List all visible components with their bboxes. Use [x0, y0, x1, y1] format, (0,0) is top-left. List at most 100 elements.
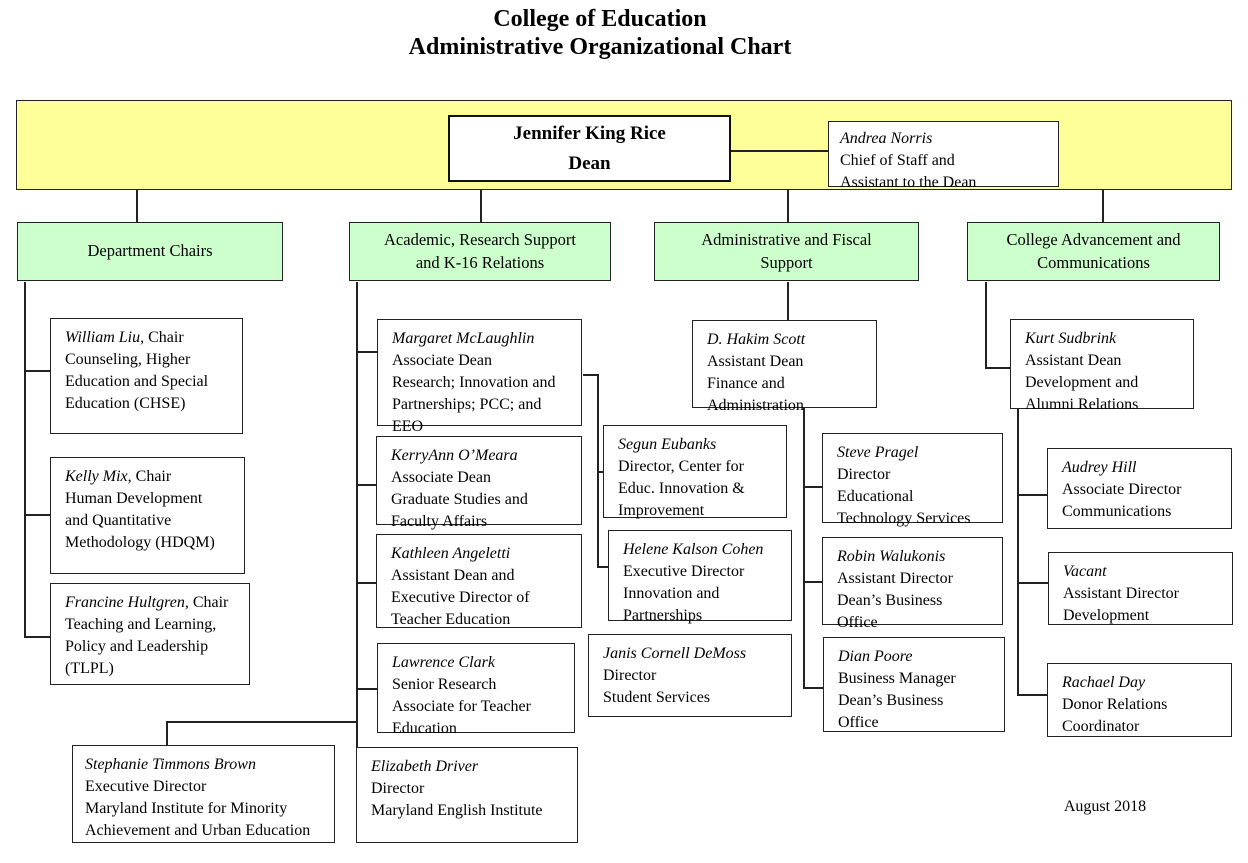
org-box-dian-poore: Dian Poore Business Manager Dean’s Busin…	[823, 637, 1005, 732]
person-role-inline: Chair	[188, 594, 229, 611]
org-box-dean: Jennifer King Rice Dean	[448, 115, 731, 182]
person-name: Kurt Sudbrink	[1025, 330, 1117, 347]
org-box-stephanie-timmons-brown: Stephanie Timmons Brown Executive Direct…	[72, 745, 335, 843]
person-name: Kathleen Angeletti	[391, 545, 511, 562]
connector-band-advancement	[1102, 190, 1104, 222]
org-box-d-hakim-scott: D. Hakim Scott Assistant Dean Finance an…	[692, 320, 877, 414]
person-role: Director Maryland English Institute	[371, 780, 543, 820]
connector-stub-william	[26, 370, 52, 372]
person-name: Francine Hultgren,	[65, 594, 189, 611]
person-name: Janis Cornell DeMoss	[603, 645, 747, 662]
person-name: William Liu,	[65, 329, 145, 346]
page-title-line1: College of Education	[493, 6, 707, 32]
connector-advancement-drop	[985, 282, 987, 369]
org-box-segun-eubanks: Segun Eubanks Director, Center for Educ.…	[603, 425, 787, 519]
org-box-lawrence-clark: Lawrence Clark Senior Research Associate…	[377, 643, 575, 737]
connector-band-deptchairs	[136, 190, 138, 222]
person-role: Executive Director Maryland Institute fo…	[85, 778, 311, 840]
page-title: College of Education Administrative Orga…	[0, 5, 1200, 62]
org-box-elizabeth-driver: Elizabeth Driver Director Maryland Engli…	[356, 747, 578, 843]
org-box-janis-cornell-demoss: Janis Cornell DeMoss Director Student Se…	[588, 634, 792, 717]
connector-drop-stephanie	[166, 721, 168, 747]
group-header-academic-research: Academic, Research Support and K-16 Rela…	[349, 222, 611, 281]
connector-admin-scott	[787, 282, 789, 320]
org-box-kelly-mix: Kelly Mix, Chair Human Development and Q…	[50, 457, 245, 574]
org-box-francine-hultgren: Francine Hultgren, Chair Teaching and Le…	[50, 583, 250, 685]
person-name: Vacant	[1063, 563, 1107, 580]
person-name: Lawrence Clark	[392, 654, 495, 671]
connector-stub-dian	[803, 687, 823, 689]
connector-stub-vacant	[1017, 582, 1048, 584]
connector-stub-helene	[597, 566, 610, 568]
connector-stub-francine	[24, 636, 52, 638]
connector-band-admin	[787, 190, 789, 222]
org-box-vacant-development: Vacant Assistant Director Development	[1048, 552, 1233, 625]
org-box-kurt-sudbrink: Kurt Sudbrink Assistant Dean Development…	[1010, 319, 1194, 413]
org-box-chief-of-staff: Andrea Norris Chief of Staff and Assista…	[828, 121, 1059, 191]
person-role: Assistant Director Development	[1063, 585, 1179, 625]
person-name: Margaret McLaughlin	[392, 330, 535, 347]
person-role: Executive Director Innovation and Partne…	[623, 563, 745, 625]
person-role: Senior Research Associate for Teacher Ed…	[392, 676, 531, 738]
connector-stub-robin	[803, 581, 822, 583]
org-box-steve-pragel: Steve Pragel Director Educational Techno…	[822, 433, 1003, 527]
connector-stub-kelly	[26, 514, 52, 516]
person-role: Director Educational Technology Services	[837, 466, 971, 528]
connector-stub-lawrence	[358, 688, 377, 690]
person-role: Associate Dean Graduate Studies and Facu…	[391, 469, 528, 531]
person-role: Business Manager Dean’s Business Office	[838, 670, 956, 732]
connector-stub-steve	[803, 486, 822, 488]
person-name: Rachael Day	[1062, 674, 1146, 691]
connector-academic-spine	[356, 282, 358, 747]
person-name: D. Hakim Scott	[707, 331, 806, 348]
person-role-inline: Chair	[144, 329, 184, 346]
person-role: Counseling, Higher Education and Special…	[65, 351, 209, 413]
person-role: Donor Relations Coordinator	[1062, 696, 1168, 736]
person-role: Assistant Dean Finance and Administratio…	[707, 353, 804, 415]
connector-stub-mclaughlin	[358, 351, 377, 353]
person-name: Helene Kalson Cohen	[623, 541, 764, 558]
person-name: Dian Poore	[838, 648, 913, 665]
person-name: Kelly Mix,	[65, 468, 132, 485]
group-header-department-chairs: Department Chairs	[17, 222, 283, 281]
person-role: Dean	[568, 152, 611, 174]
connector-stub-audrey	[1017, 494, 1047, 496]
person-role: Associate Dean Research; Innovation and …	[392, 352, 556, 436]
org-box-rachael-day: Rachael Day Donor Relations Coordinator	[1047, 663, 1232, 737]
person-name: Segun Eubanks	[618, 436, 717, 453]
person-name: Robin Walukonis	[837, 548, 946, 565]
connector-stub-kathleen	[358, 582, 376, 584]
org-box-kerryann-omeara: KerryAnn O’Meara Associate Dean Graduate…	[376, 436, 582, 530]
org-box-margaret-mclaughlin: Margaret McLaughlin Associate Dean Resea…	[377, 319, 582, 435]
person-name: Jennifer King Rice	[513, 123, 666, 145]
person-role: Assistant Dean Development and Alumni Re…	[1025, 352, 1139, 414]
org-box-audrey-hill: Audrey Hill Associate Director Communica…	[1047, 448, 1232, 529]
connector-stub-rachael	[1017, 694, 1047, 696]
person-role: Assistant Dean and Executive Director of…	[391, 567, 530, 629]
org-box-robin-walukonis: Robin Walukonis Assistant Director Dean’…	[822, 537, 1003, 631]
connector-stub-segun	[597, 471, 605, 473]
person-name: KerryAnn O’Meara	[391, 447, 518, 464]
org-box-helene-kalson-cohen: Helene Kalson Cohen Executive Director I…	[608, 530, 792, 624]
person-role: Chief of Staff and Assistant to the Dean	[840, 152, 977, 192]
person-role: Director, Center for Educ. Innovation & …	[618, 458, 745, 520]
group-header-advancement: College Advancement and Communications	[967, 222, 1220, 281]
connector-deptchairs-spine	[24, 282, 26, 638]
person-name: Steve Pragel	[837, 444, 919, 461]
person-role: Director Student Services	[603, 667, 711, 707]
connector-stub-omeara	[358, 484, 376, 486]
chart-date: August 2018	[1063, 798, 1147, 815]
person-role: Assistant Director Dean’s Business Offic…	[837, 570, 953, 632]
person-role: Human Development and Quantitative Metho…	[65, 490, 215, 552]
org-box-kathleen-angeletti: Kathleen Angeletti Assistant Dean and Ex…	[376, 534, 582, 628]
page-title-line2: Administrative Organizational Chart	[408, 34, 792, 61]
person-name: Andrea Norris	[840, 130, 933, 147]
connector-advancement-spine	[1017, 409, 1019, 696]
person-role-inline: Chair	[131, 468, 172, 485]
person-name: Elizabeth Driver	[371, 758, 479, 775]
person-name: Stephanie Timmons Brown	[85, 756, 256, 773]
connector-dean-chief	[731, 150, 828, 152]
person-role: Associate Director Communications	[1062, 481, 1182, 521]
connector-admin-spine	[803, 408, 805, 689]
